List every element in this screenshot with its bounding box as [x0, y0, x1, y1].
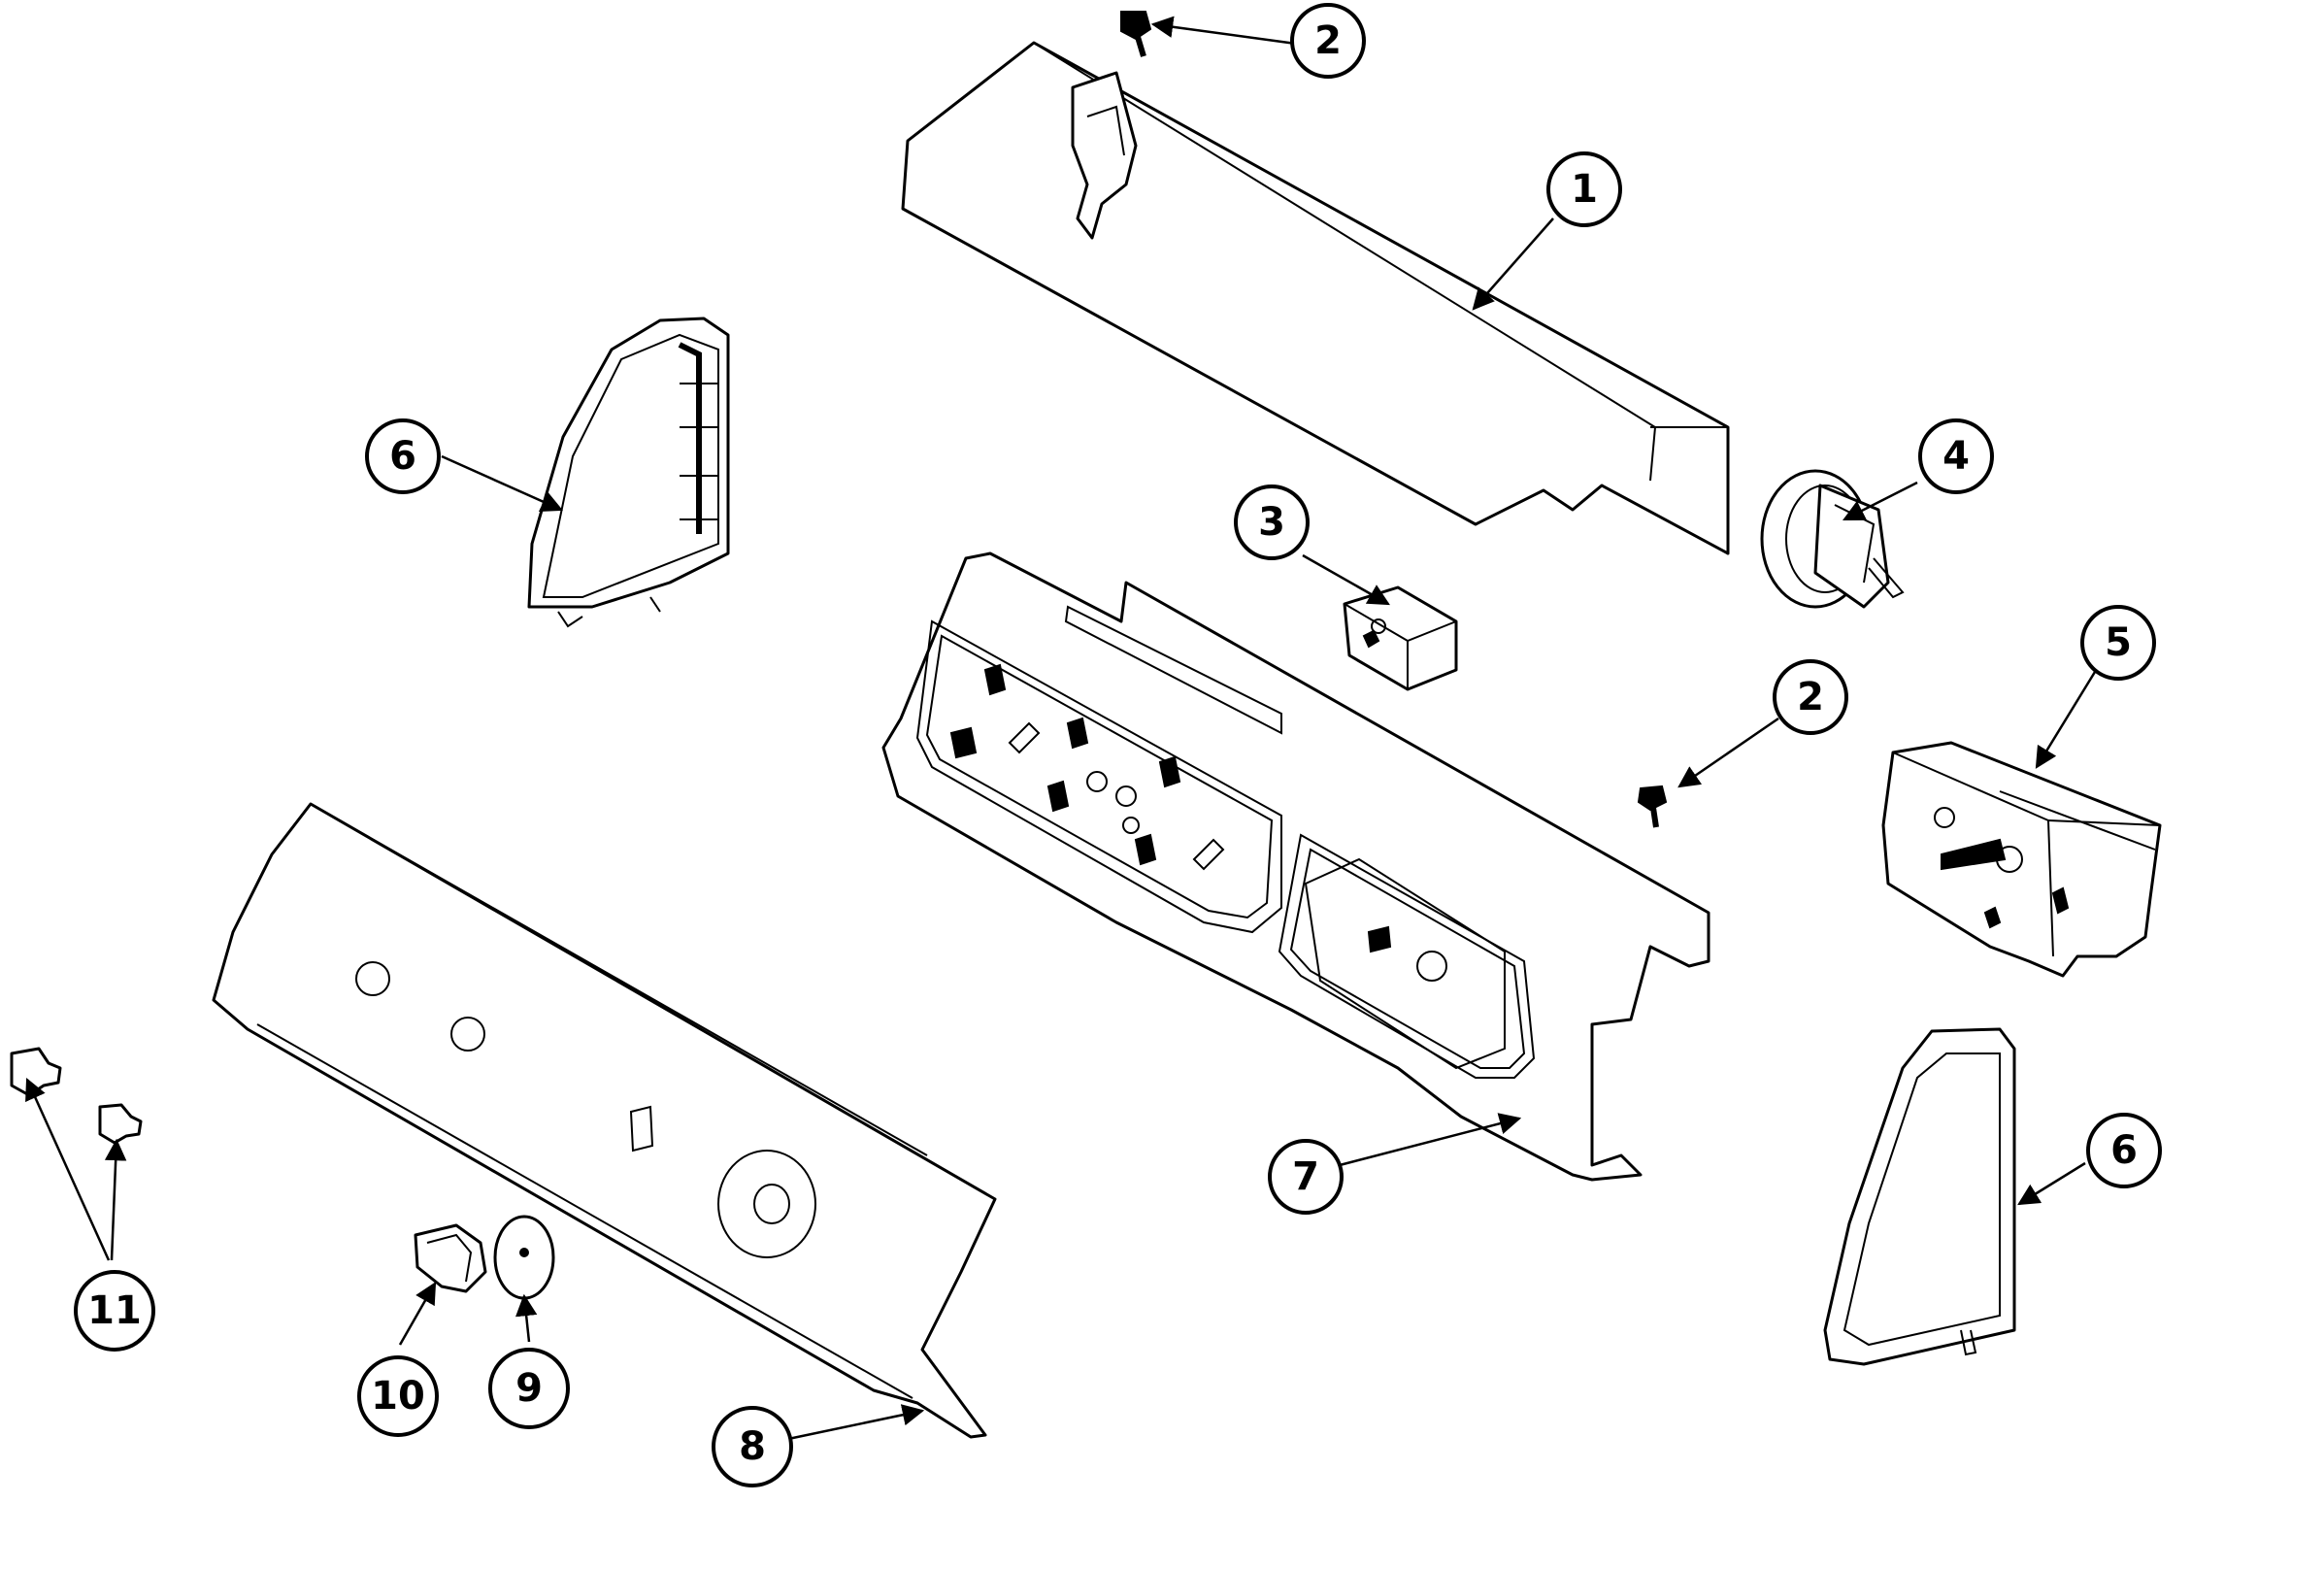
- callout-1: 1: [1546, 151, 1622, 227]
- part-2-screw-right: [1637, 785, 1668, 828]
- part-10-knob: [414, 1223, 487, 1293]
- part-3-switch: [1343, 585, 1458, 691]
- callout-label: 2: [1797, 675, 1824, 719]
- part-6-end-cap-left: [527, 317, 730, 628]
- callout-label: 8: [739, 1424, 766, 1469]
- callout-5: 5: [2080, 605, 2156, 681]
- callout-8: 8: [712, 1406, 793, 1487]
- part-6-end-cap-right: [1823, 1027, 2016, 1366]
- part-9-knob-cap: [493, 1215, 555, 1300]
- callout-label: 9: [515, 1366, 543, 1411]
- callout-label: 11: [87, 1288, 142, 1333]
- callout-label: 4: [1942, 434, 1970, 479]
- callout-10: 10: [357, 1355, 439, 1437]
- leader-lines: [25, 16, 2097, 1441]
- part-2-screw-top: [1120, 11, 1152, 57]
- callout-label: 10: [371, 1374, 425, 1419]
- callout-7: 7: [1268, 1139, 1344, 1215]
- callout-3: 3: [1234, 484, 1310, 560]
- part-7-control-panel: [881, 551, 1710, 1182]
- callout-4: 4: [1918, 418, 1994, 494]
- callout-9: 9: [488, 1348, 570, 1429]
- part-11-knobs: [10, 1047, 143, 1145]
- callout-11: 11: [74, 1270, 155, 1352]
- part-1-console-top-cover: [901, 41, 1730, 555]
- callout-label: 2: [1314, 18, 1342, 63]
- callout-label: 3: [1258, 500, 1285, 545]
- callout-label: 1: [1571, 167, 1598, 212]
- callout-label: 5: [2105, 620, 2132, 665]
- callout-6-right: 6: [2086, 1113, 2162, 1188]
- callout-2-top: 2: [1290, 3, 1366, 79]
- part-8-front-console: [212, 802, 997, 1439]
- callout-2-right: 2: [1773, 659, 1848, 735]
- callout-6-left: 6: [365, 418, 441, 494]
- callout-label: 6: [2110, 1128, 2138, 1173]
- callout-label: 6: [389, 434, 416, 479]
- callout-label: 7: [1292, 1154, 1319, 1199]
- part-5-timer: [1881, 741, 2162, 978]
- part-4-water-level-switch: [1760, 469, 1905, 609]
